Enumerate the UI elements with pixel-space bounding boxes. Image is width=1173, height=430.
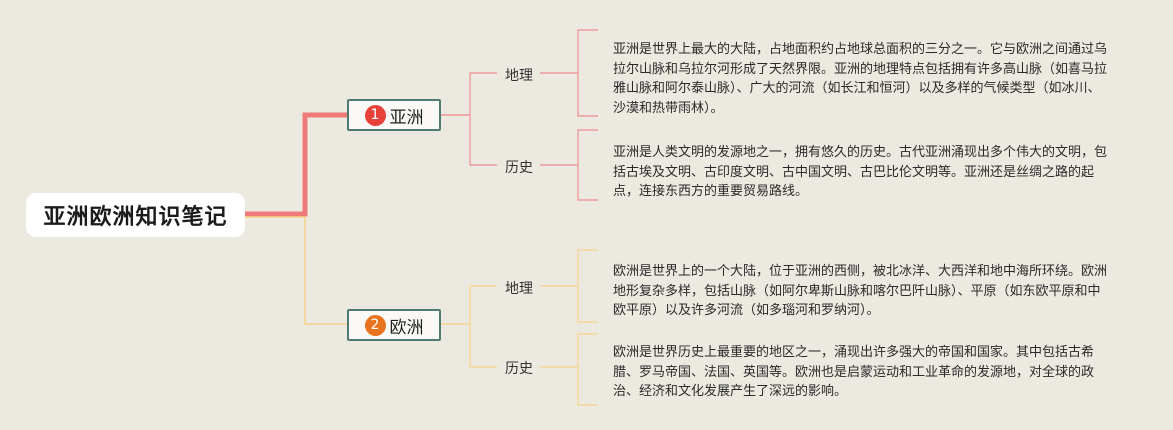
edge-asia-hist <box>441 114 497 166</box>
edge-europe-hist <box>441 323 497 368</box>
edge-europe-hist-leaf <box>540 333 598 406</box>
sub-node-europe-geography[interactable]: 地理 <box>505 281 533 297</box>
edge-root-asia <box>245 112 347 217</box>
number-badge: 2 <box>364 314 386 336</box>
sub-node-asia-geography[interactable]: 地理 <box>505 68 533 84</box>
branch-label: 欧洲 <box>389 317 424 338</box>
root-node[interactable]: 亚洲欧洲知识笔记 <box>26 193 245 237</box>
branch-node-europe[interactable]: 2 欧洲 <box>347 309 441 341</box>
leaf-note-europe-geography: 欧洲是世界上的一个大陆，位于亚洲的西侧，被北冰洋、大西洋和地中海所环绕。欧洲地形… <box>613 264 1108 318</box>
sub-node-europe-history[interactable]: 历史 <box>505 361 533 377</box>
branch-node-asia[interactable]: 1 亚洲 <box>347 99 441 131</box>
edge-asia-hist-leaf <box>540 129 598 201</box>
edge-asia-geo <box>441 72 497 116</box>
number-badge: 1 <box>364 104 386 126</box>
edge-root-europe <box>245 216 347 325</box>
leaf-note-asia-geography: 亚洲是世界上最大的大陆，占地面积约占地球总面积的三分之一。它与欧洲之间通过乌拉尔… <box>613 42 1108 116</box>
edge-europe-geo-leaf <box>540 249 598 323</box>
branch-label: 亚洲 <box>389 107 424 128</box>
leaf-note-asia-history: 亚洲是人类文明的发源地之一，拥有悠久的历史。古代亚洲涌现出多个伟大的文明，包括古… <box>613 145 1108 199</box>
sub-node-asia-history[interactable]: 历史 <box>505 160 533 176</box>
edge-asia-geo-leaf <box>540 29 598 117</box>
edge-europe-geo <box>441 285 497 325</box>
root-title: 亚洲欧洲知识笔记 <box>43 205 228 230</box>
leaf-note-europe-history: 欧洲是世界历史上最重要的地区之一，涌现出许多强大的帝国和国家。其中包括古希腊、罗… <box>613 345 1095 399</box>
